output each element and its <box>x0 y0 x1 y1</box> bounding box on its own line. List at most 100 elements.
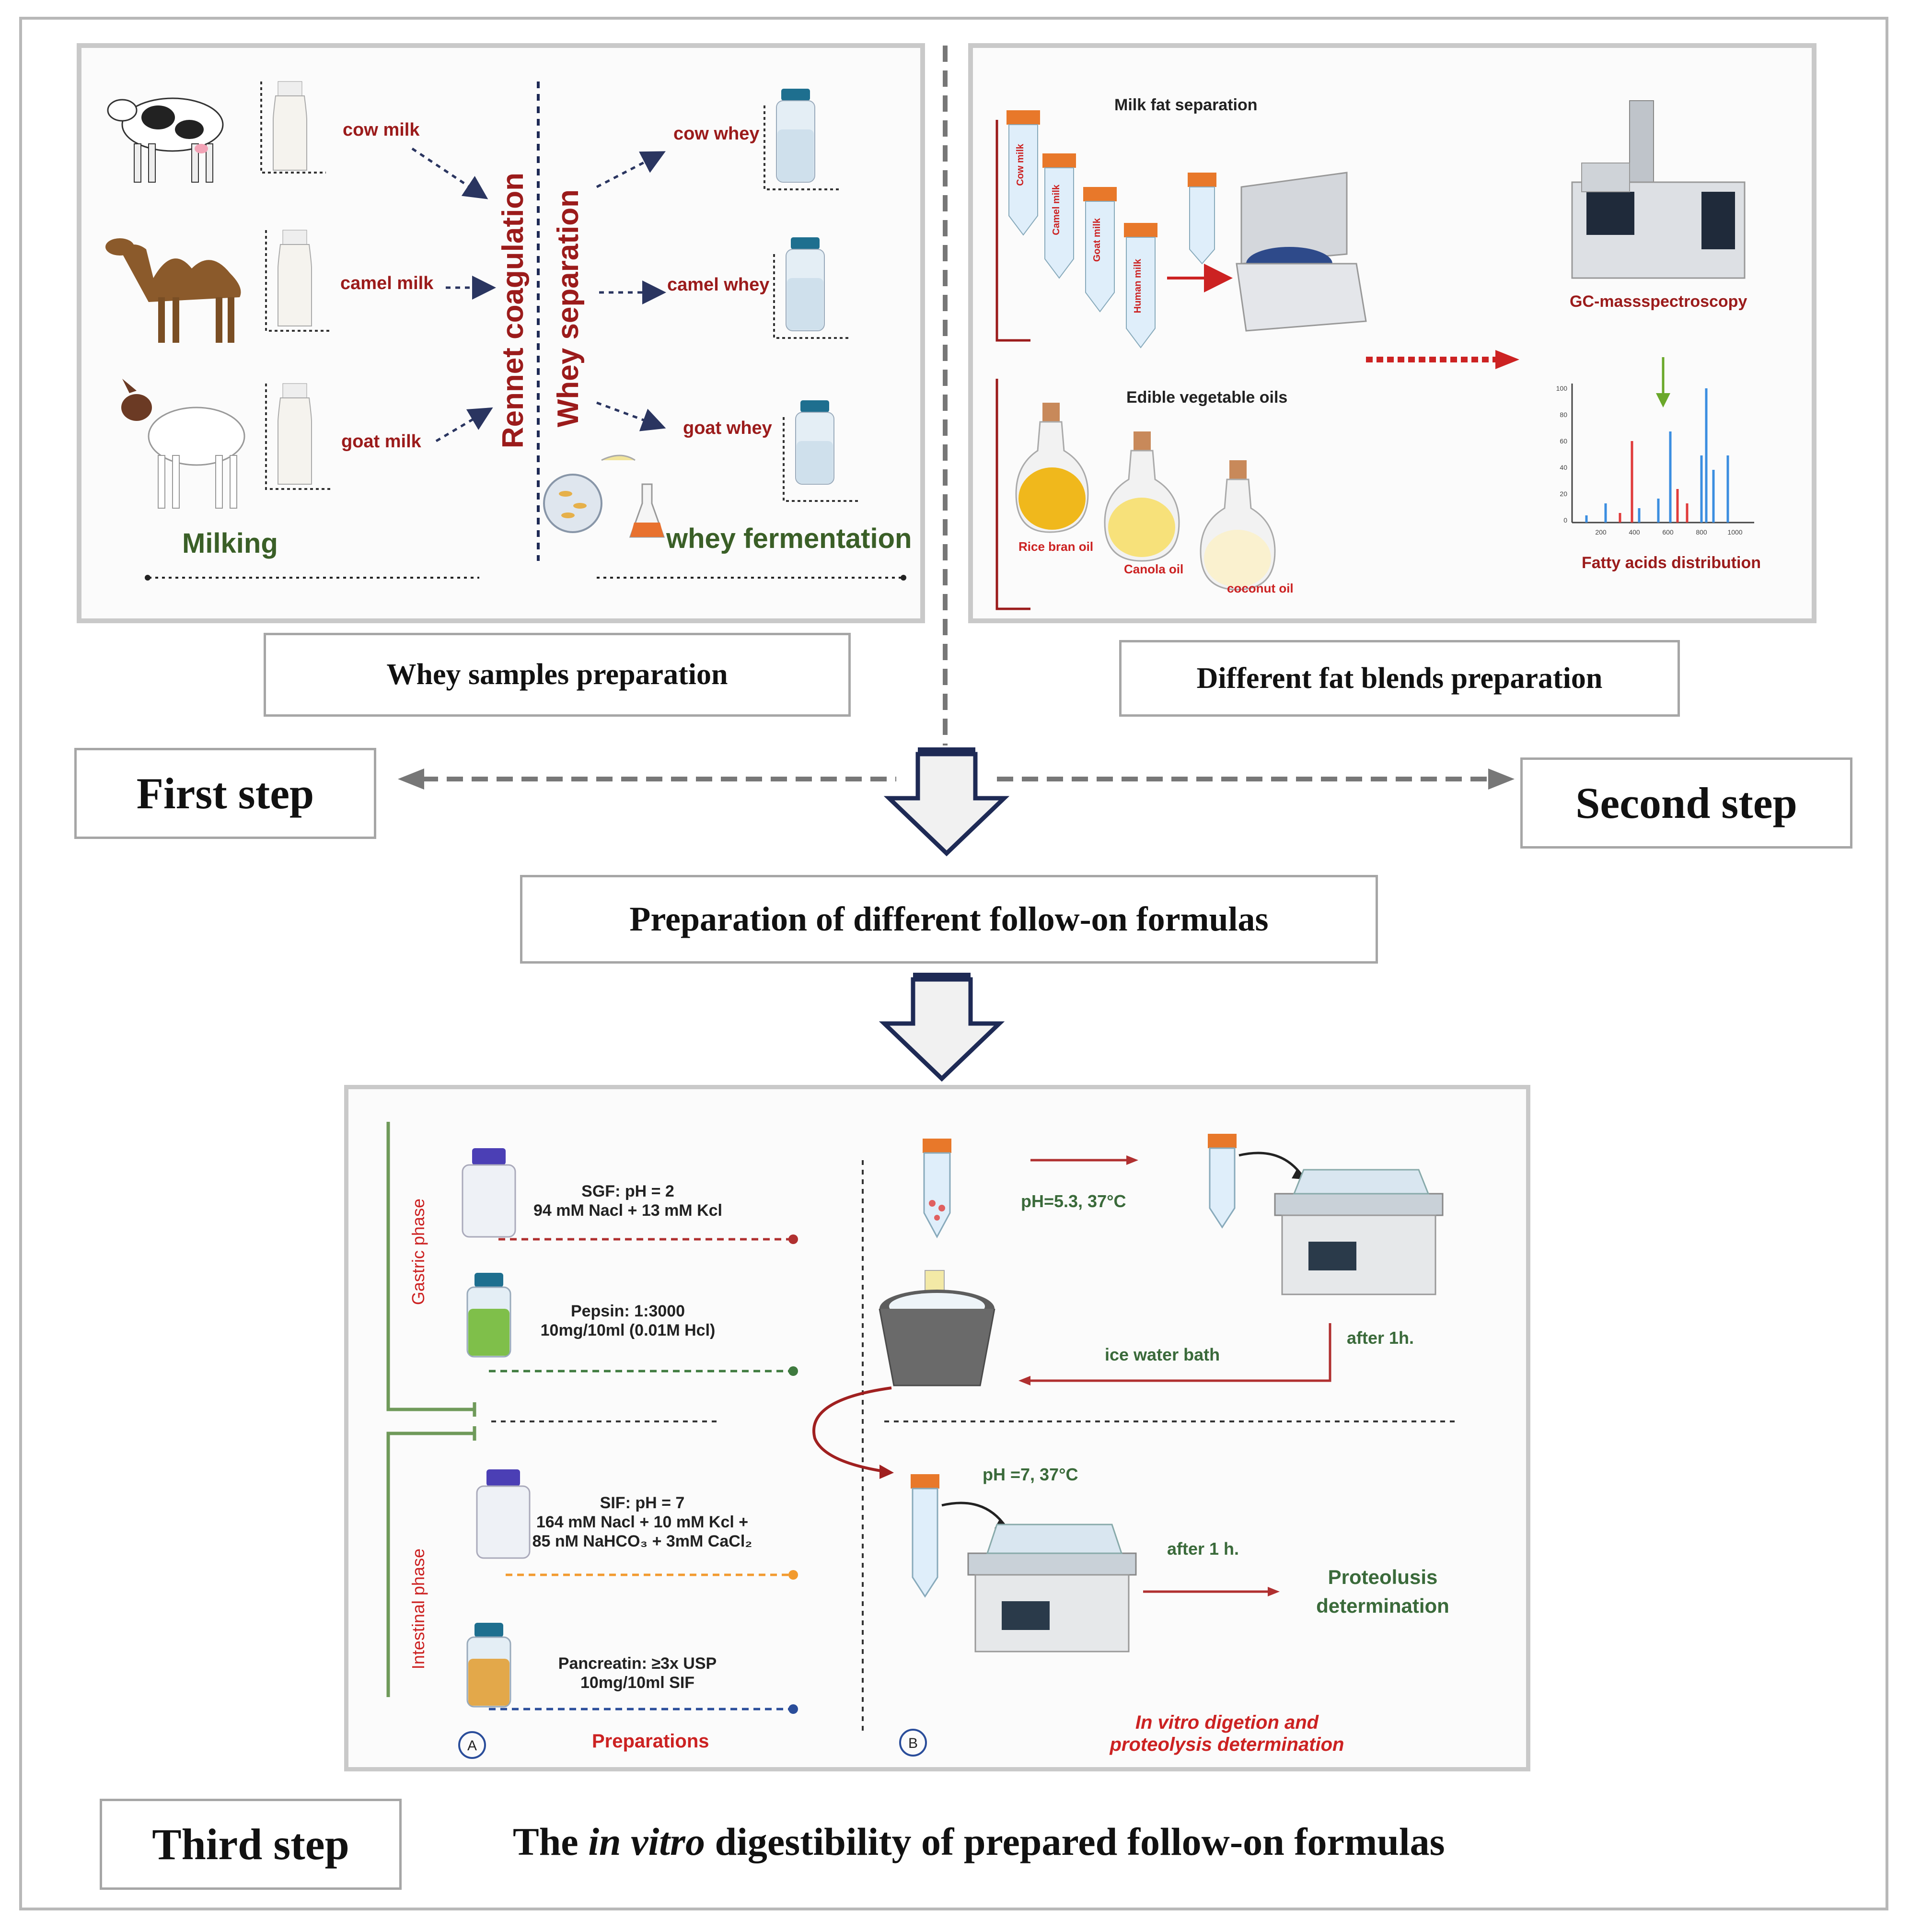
whey-bottle-icon <box>773 237 848 339</box>
whey-prep-label: Whey samples preparation <box>386 658 728 691</box>
x-tick: 200 <box>1595 528 1607 536</box>
whey-bottle-icon <box>764 89 839 190</box>
y-tick: 20 <box>1560 490 1567 498</box>
tube-label-camel: Camel milk <box>1051 185 1062 235</box>
arrow-icon <box>596 151 666 431</box>
fat-prep-label: Different fat blends preparation <box>1196 662 1603 695</box>
ice-bucket-icon <box>879 1270 995 1386</box>
camel-icon <box>105 238 241 343</box>
goat-milk-label: goat milk <box>341 431 421 452</box>
pepsin-line2: 10mg/10ml (0.01M Hcl) <box>540 1321 716 1339</box>
milk-bottle-icon <box>260 81 326 174</box>
first-step-label: First step <box>136 769 314 818</box>
tube-label-cow: Cow milk <box>1015 144 1026 186</box>
sif-line2: 164 mM Nacl + 10 mM Kcl + <box>536 1513 749 1531</box>
proteolysis-line2: determination <box>1316 1594 1449 1617</box>
reagent-bottle-icon <box>466 1623 511 1708</box>
fat-prep-box: Different fat blends preparation <box>1119 640 1680 717</box>
digestion-tube-icon <box>923 1139 951 1239</box>
preparations-label: Preparations <box>592 1731 709 1752</box>
invitro-line2: proteolysis determination <box>1110 1734 1344 1755</box>
centrifuge-icon <box>1167 172 1367 332</box>
second-step-box: Second step <box>1520 757 1852 849</box>
cow-whey-label: cow whey <box>673 124 760 144</box>
whey-fermentation-label: whey fermentation <box>666 523 912 554</box>
reagent-bottle-icon <box>462 1148 516 1238</box>
milk-bottle-icon <box>265 230 331 332</box>
figure-frame <box>19 17 1888 1910</box>
pepsin-line1: Pepsin: 1:3000 <box>570 1302 685 1320</box>
pancreatin-line2: 10mg/10ml SIF <box>580 1674 695 1692</box>
water-bath-icon <box>1208 1134 1444 1295</box>
bottom-caption-post: digestibility of prepared follow-on form… <box>705 1820 1445 1863</box>
edible-vegetable-oils-label: Edible vegetable oils <box>1126 388 1288 407</box>
reagent-lines <box>489 1234 798 1714</box>
pepsin-text: Pepsin: 1:3000 10mg/10ml (0.01M Hcl) <box>527 1302 729 1340</box>
green-arrow-icon <box>1656 357 1670 407</box>
coconut-oil-label: coconut oil <box>1227 581 1294 595</box>
arrow-icon <box>398 768 1515 790</box>
reagent-bottle-icon <box>466 1273 511 1358</box>
canola-oil-label: Canola oil <box>1124 562 1184 576</box>
ph53-label: pH=5.3, 37°C <box>1021 1191 1126 1211</box>
goat-whey-label: goat whey <box>683 418 772 438</box>
proteolysis-label: Proteolusis determination <box>1304 1563 1462 1620</box>
circle-a-label: A <box>467 1738 477 1754</box>
after-1h-label-2: after 1 h. <box>1167 1539 1239 1559</box>
gc-ms-label: GC-massspectroscopy <box>1570 292 1747 311</box>
y-tick: 40 <box>1560 464 1567 471</box>
circle-b: B <box>899 1729 927 1757</box>
sif-text: SIF: pH = 7 164 mM Nacl + 10 mM Kcl + 85… <box>527 1493 757 1551</box>
x-tick: 800 <box>1696 528 1707 536</box>
x-tick: 600 <box>1662 528 1674 536</box>
gastric-phase-label: Gastric phase <box>408 1199 428 1305</box>
tube-label-human: Human milk <box>1133 259 1143 314</box>
whey-bottle-icon <box>783 400 858 502</box>
divider <box>943 46 948 745</box>
sample-tubes-icon <box>995 110 1157 349</box>
y-tick: 80 <box>1560 411 1567 419</box>
invitro-line1: In vitro digetion and <box>1135 1712 1319 1733</box>
arrow-icon <box>411 147 496 442</box>
milk-bottle-icon <box>265 383 331 490</box>
third-step-label: Third step <box>152 1820 349 1869</box>
down-arrow-icon <box>879 973 1005 1082</box>
arrow-icon <box>1366 350 1519 369</box>
phase-brackets <box>386 1122 476 1697</box>
circle-b-label: B <box>908 1735 918 1751</box>
cow-milk-label: cow milk <box>343 120 420 140</box>
sif-line3: 85 nM NaHCO₃ + 3mM CaCl₂ <box>532 1532 752 1550</box>
sif-line1: SIF: pH = 7 <box>600 1494 685 1512</box>
bottom-caption-pre: The <box>513 1820 589 1863</box>
whey-prep-box: Whey samples preparation <box>264 633 851 717</box>
divider <box>537 81 540 561</box>
tube-label-goat: Goat milk <box>1092 218 1102 262</box>
camel-milk-label: camel milk <box>340 273 434 293</box>
second-step-label: Second step <box>1575 779 1797 827</box>
first-step-box: First step <box>74 748 376 839</box>
gc-ms-instrument-icon <box>1571 100 1746 279</box>
after-1h-label: after 1h. <box>1347 1328 1414 1348</box>
third-step-box: Third step <box>100 1799 402 1890</box>
prep-formulas-box: Preparation of different follow-on formu… <box>520 875 1378 964</box>
ice-water-bath-label: ice water bath <box>1105 1345 1220 1364</box>
circle-a: A <box>458 1731 486 1759</box>
prep-formulas-label: Preparation of different follow-on formu… <box>629 900 1269 938</box>
return-arrow-icon <box>1018 1323 1331 1385</box>
camel-whey-label: camel whey <box>667 275 770 295</box>
proteolysis-line1: Proteolusis <box>1328 1566 1438 1588</box>
bottom-caption-em: in vitro <box>588 1820 705 1863</box>
divider <box>145 575 906 581</box>
sgf-text: SGF: pH = 2 94 mM Nacl + 13 mM Kcl <box>527 1182 729 1220</box>
bottom-caption: The in vitro digestibility of prepared f… <box>513 1819 1445 1864</box>
sgf-line1: SGF: pH = 2 <box>581 1182 674 1200</box>
y-tick: 60 <box>1560 437 1567 445</box>
reagent-bottle-icon <box>476 1469 531 1559</box>
oil-bottles-icon <box>995 379 1276 610</box>
rice-bran-oil-label: Rice bran oil <box>1018 539 1094 554</box>
intestinal-phase-label: Intestinal phase <box>408 1548 428 1670</box>
milk-fat-separation-label: Milk fat separation <box>1114 96 1258 114</box>
arrow-icon <box>1030 1155 1138 1165</box>
invitro-caption: In vitro digetion and proteolysis determ… <box>1078 1711 1376 1756</box>
rennet-coagulation-label: Rennet coagulation <box>497 173 530 449</box>
